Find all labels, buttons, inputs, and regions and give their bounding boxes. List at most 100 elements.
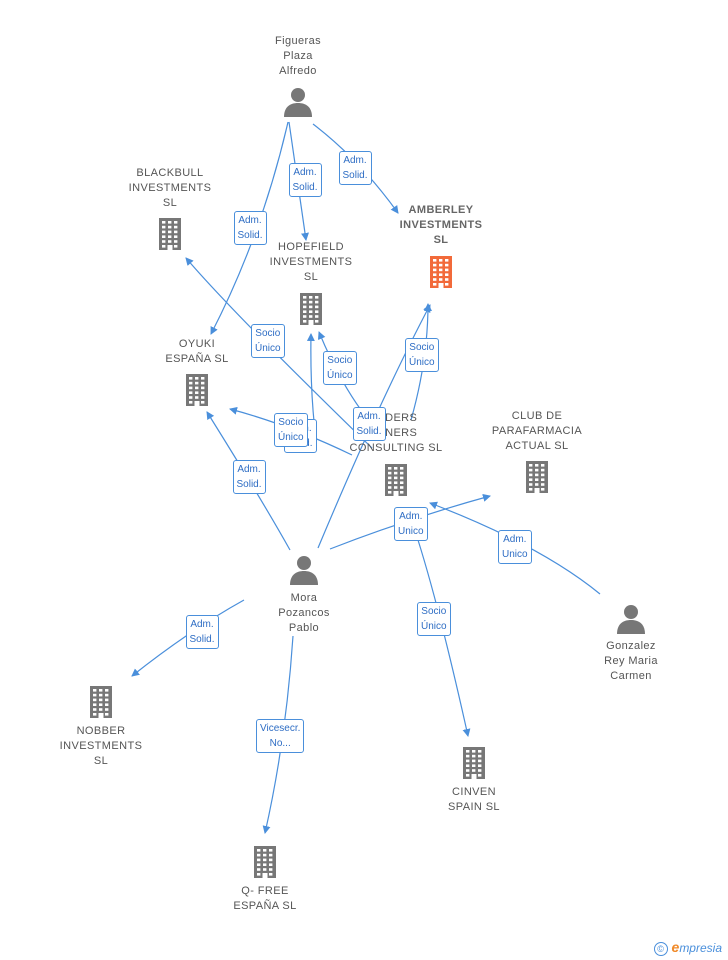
node-label-line: ESPAÑA SL (233, 900, 297, 912)
node-label[interactable]: HOPEFIELD INVESTMENTS SL (241, 240, 381, 285)
edge-role-label[interactable]: Adm. Solid. (338, 151, 372, 185)
node-label-line: Mora (290, 592, 318, 604)
node-label-line: CLUB DE (511, 410, 563, 422)
node-label-line: AMBERLEY (408, 204, 474, 216)
edge-role-line: Adm. (357, 411, 381, 422)
node-label-line: SL (433, 234, 449, 246)
edge-role-line: Único (255, 343, 281, 354)
edge-role-line: Socio (278, 417, 304, 428)
node-label-line: Pablo (288, 622, 320, 634)
edge-role-label[interactable]: Adm. Solid. (352, 407, 386, 441)
edge-line (288, 121, 309, 241)
node-label-line: ACTUAL SL (505, 440, 569, 452)
node-label-line: SL (303, 271, 319, 283)
person-icon[interactable] (616, 604, 646, 639)
edge-role-line: Único (327, 370, 353, 381)
node-label-line: Pozancos (278, 607, 330, 619)
edge-role-line: Adm. (190, 619, 214, 630)
node-label-line: Rey Maria (604, 655, 658, 667)
company-building-icon[interactable] (426, 255, 456, 294)
copyright-icon: © (653, 942, 668, 956)
edge-role-label[interactable]: Adm.Solid. (185, 615, 219, 649)
node-label[interactable]: OYUKI ESPAÑA SL (127, 337, 267, 367)
company-building-icon[interactable] (381, 463, 411, 502)
node-label[interactable]: AMBERLEY INVESTMENTS SL (371, 203, 511, 248)
node-label-line: INVESTMENTS (59, 740, 143, 752)
edge-role-line: Adm. (503, 534, 527, 545)
node-label-line: CONSULTING SL (349, 442, 443, 454)
node-label-line: ESPAÑA SL (165, 353, 229, 365)
brand-name: mpresia (679, 941, 722, 956)
edge-role-line: Solid. (292, 182, 318, 193)
edge-role-line: Socio (421, 606, 447, 617)
node-label-line: INVESTMENTS (399, 219, 483, 231)
edge-role-line: Único (409, 357, 435, 368)
node-label-line: INVESTMENTS (269, 256, 353, 268)
company-building-icon[interactable] (155, 217, 185, 256)
edge-role-label[interactable]: Vicesecr. No... (256, 719, 305, 753)
node-label-line: SL (93, 755, 109, 767)
person-icon[interactable] (289, 555, 319, 590)
node-label-line: Carmen (610, 670, 652, 682)
edge-role-line: Único (278, 432, 304, 443)
edge-role-line: Adm. (238, 215, 262, 226)
company-building-icon[interactable] (296, 292, 326, 331)
edge-role-label[interactable]: Adm. Solid. (232, 460, 266, 494)
node-label-line: ...DERS (374, 412, 418, 424)
node-label-line: Plaza (283, 50, 313, 62)
node-label-line: Alfredo (279, 65, 317, 77)
edge-role-line: Unico (502, 549, 528, 560)
edge-role-line: Socio (409, 342, 435, 353)
edge-line (417, 539, 471, 737)
edge-role-line: No... (269, 738, 291, 749)
edge-role-line: Vicesecr. (260, 723, 301, 734)
node-label-line: HOPEFIELD (278, 241, 344, 253)
edge-role-label[interactable]: Adm. Solid. (233, 211, 267, 245)
node-label[interactable]: NOBBER INVESTMENTS SL (31, 724, 171, 769)
edge-role-line: Solid. (342, 170, 368, 181)
node-label-line: OYUKI (178, 338, 216, 350)
company-building-icon[interactable] (182, 373, 212, 412)
edge-role-line: Adm. (237, 464, 261, 475)
node-label-line: Q- FREE (241, 885, 289, 897)
company-building-icon[interactable] (86, 685, 116, 724)
edge-role-line: Solid. (237, 230, 263, 241)
edge-role-line: Socio (255, 328, 281, 339)
edge-role-line: Adm. (293, 167, 317, 178)
edge-role-label[interactable]: Adm.Unico (394, 507, 428, 541)
node-label-line: BLACKBULL (136, 167, 204, 179)
node-label-line: Gonzalez (606, 640, 656, 652)
edge-role-line: Solid. (236, 479, 262, 490)
edge-role-label[interactable]: Adm. Solid. (288, 163, 322, 197)
company-building-icon[interactable] (459, 746, 489, 785)
edge-role-line: Adm. (399, 511, 423, 522)
node-label-line: SL (162, 197, 178, 209)
node-label-line: NOBBER (76, 725, 126, 737)
edge-role-line: Adm. (343, 155, 367, 166)
edge-role-line: Socio (327, 355, 353, 366)
person-icon[interactable] (283, 87, 313, 122)
node-label-line: CINVEN (452, 786, 496, 798)
node-label[interactable]: Q- FREE ESPAÑA SL (195, 884, 335, 914)
node-label-line: ...NERS (374, 427, 418, 439)
node-label[interactable]: ...DERS ...NERS CONSULTING SL (326, 411, 466, 456)
company-building-icon[interactable] (522, 460, 552, 499)
brand-initial: e (671, 939, 680, 956)
edge-role-label[interactable]: Adm. Unico (498, 530, 532, 564)
empresia-logo: ©empresia (653, 939, 722, 956)
company-building-icon[interactable] (250, 845, 280, 884)
edge-role-line: Solid. (356, 426, 382, 437)
